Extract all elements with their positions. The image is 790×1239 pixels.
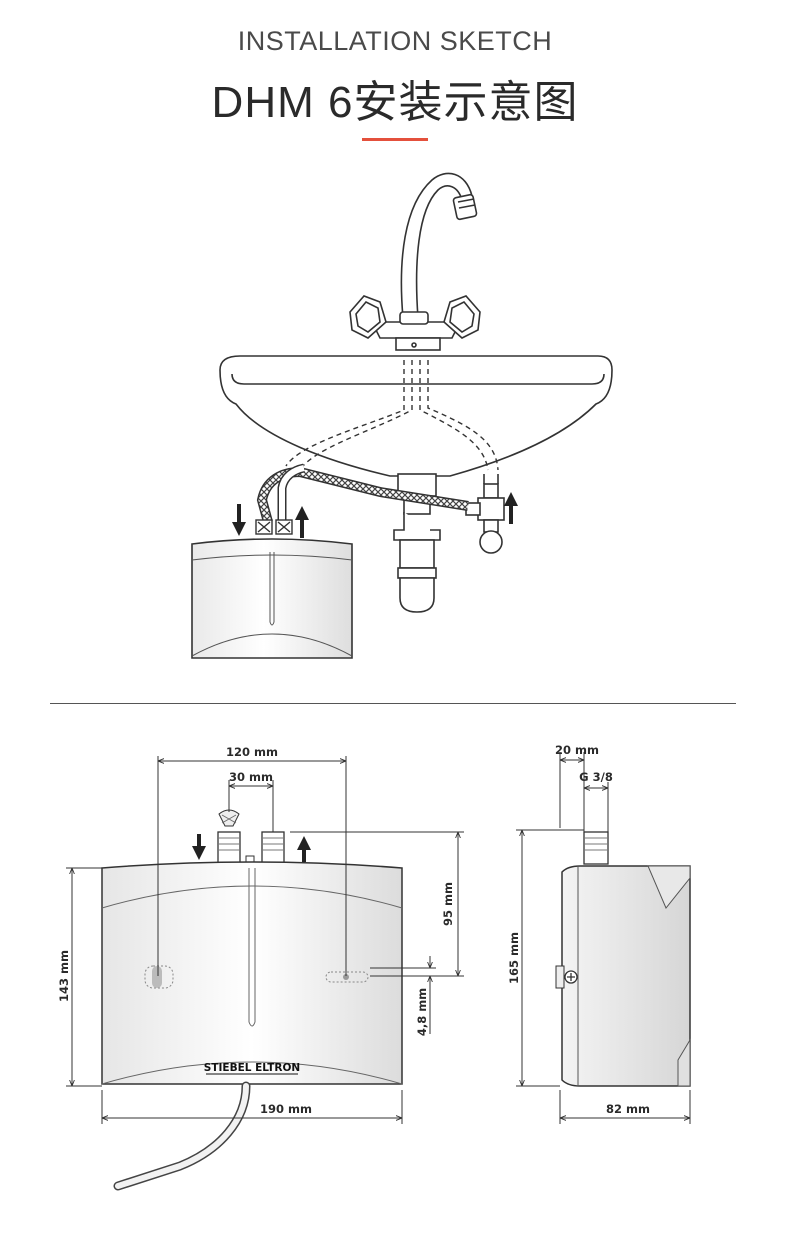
dim-spacing-label: 30 mm [229,770,273,784]
angle-valve [465,474,505,554]
arrow-down-icon [232,504,246,536]
front-dimensions [66,756,464,1124]
front-view: STIEBEL ELTRON [101,809,403,1191]
wash-basin [219,355,613,477]
dim-width-label: 190 mm [260,1102,312,1116]
arrow-up-icon [297,836,311,862]
dim-height-label: 143 mm [57,950,71,1002]
dim-side-depth-label: 82 mm [606,1102,650,1116]
dim-side-height-label: 165 mm [507,932,521,984]
water-heater [191,538,353,659]
dim-side-top-label: 20 mm [555,743,599,757]
arrow-up-icon [504,492,518,524]
heater-connectors [255,519,293,535]
braided-hoses [256,463,469,524]
page-title: DHM 6安装示意图 [211,78,579,127]
screw-icon [564,970,578,984]
side-view [555,831,691,1087]
hidden-pipes [285,360,499,471]
dimension-drawing: STIEBEL ELTRON [57,743,691,1191]
filter-icon [218,809,240,827]
header-subtitle: INSTALLATION SKETCH [237,26,553,56]
dim-depth-label: 95 mm [441,882,455,926]
faucet [349,172,481,351]
dim-width-top-label: 120 mm [226,745,278,759]
dim-thread-label: G 3/8 [579,770,613,784]
side-dimensions [516,752,691,1124]
installation-sketch [191,172,613,659]
dim-offset-label: 4,8 mm [415,988,429,1036]
arrow-up-icon [295,506,309,538]
title-accent-bar [362,138,428,141]
brand-label: STIEBEL ELTRON [204,1062,300,1074]
section-divider [50,703,736,704]
arrow-down-icon [192,834,206,860]
